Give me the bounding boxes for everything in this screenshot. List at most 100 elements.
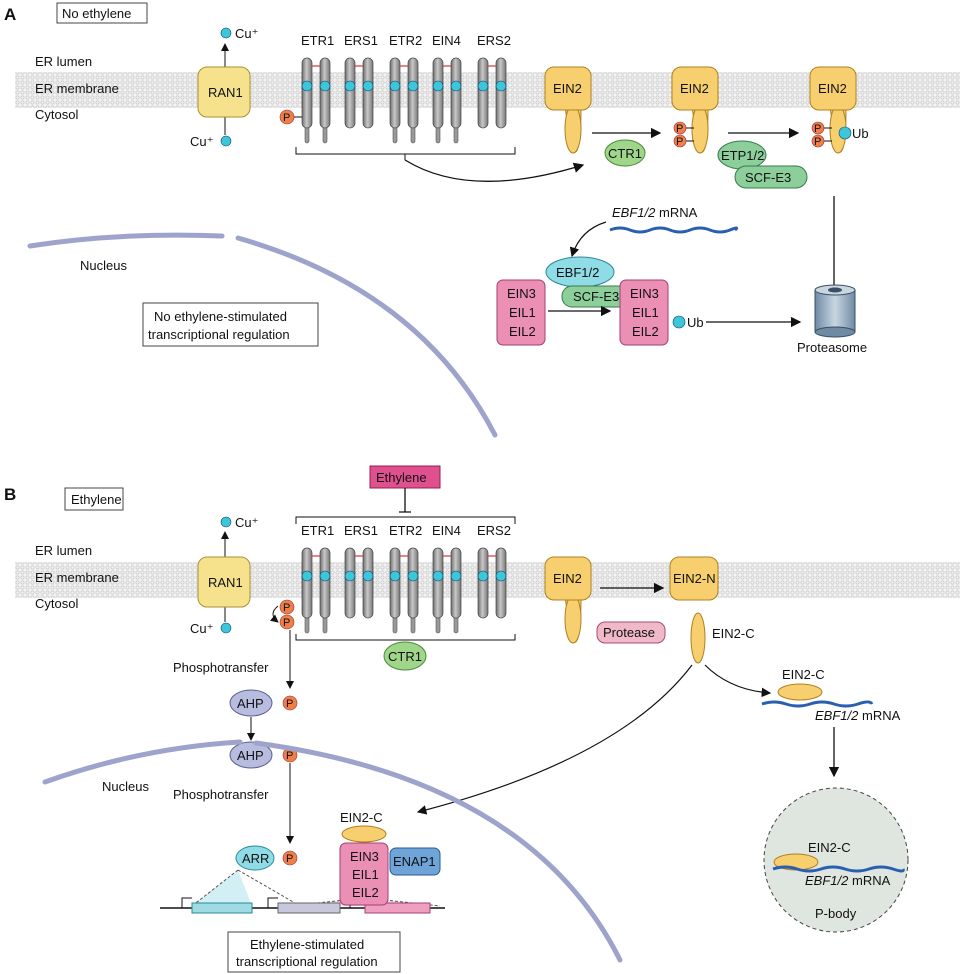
condition-box [64, 487, 124, 511]
eil2-label: EIL2 [632, 324, 659, 339]
ctr1-label: CTR1 [388, 649, 422, 664]
ebf-mrna-strand [761, 700, 874, 708]
ein2-c-fragment [690, 612, 706, 664]
arr-binding-region [192, 870, 252, 906]
scf-e3-label: SCF-E3 [573, 289, 619, 304]
ein2-c-nuclear [341, 825, 387, 843]
receptor-subunit [344, 547, 356, 619]
ctr1-kinase [383, 641, 427, 671]
receptor-bracket [295, 516, 516, 524]
copper-ion-icon [301, 80, 313, 92]
ubiquitin-icon [838, 126, 852, 140]
eil1-label: EIL1 [352, 867, 379, 882]
phosphate-icon [811, 121, 825, 135]
condition-box [56, 2, 148, 24]
ein2-c-nuclear-label: EIN2-C [340, 810, 383, 825]
ein2-c-mrna-label: EIN2-C [782, 667, 825, 682]
receptor-bracket [295, 147, 516, 160]
receptor-subunit [389, 547, 401, 619]
regulation-line1: Ethylene-stimulated [250, 937, 364, 952]
copper-ion-icon [432, 80, 444, 92]
receptor-ers1: ERS1 [344, 523, 378, 619]
receptor-label: ETR2 [389, 33, 422, 48]
panel-a: A No ethylene ER lumen ER membrane Cytos… [4, 2, 960, 438]
cytosol-label: Cytosol [35, 596, 78, 611]
receptor-subunit [477, 547, 489, 619]
receptor-label: ETR1 [301, 33, 334, 48]
receptor-etr2: ETR2 [389, 523, 422, 634]
copper-ion-icon [450, 80, 462, 92]
condition-label: Ethylene [71, 492, 122, 507]
ein2-phosphorylated: EIN2 [671, 66, 719, 154]
phosphate-label: P [676, 136, 683, 148]
copper-ion-icon [407, 80, 419, 92]
receptor-ers1: ERS1 [344, 33, 378, 129]
arr-binding-lines [191, 869, 301, 907]
panel-a-letter: A [4, 5, 16, 24]
phosphate-label: P [283, 602, 290, 614]
scf-e3-label: SCF-E3 [745, 170, 791, 185]
phosphotransfer-label: Phosphotransfer [173, 787, 269, 802]
ebf-mrna-strand [772, 865, 905, 873]
phosphate-icon [811, 134, 825, 148]
gene-ein3-target [364, 902, 431, 914]
regulation-box [227, 931, 401, 973]
ein2-c-bound [777, 683, 823, 701]
ran1-label: RAN1 [208, 575, 243, 590]
phosphotransfer-label: Phosphotransfer [173, 660, 269, 675]
receptor-subunit [362, 57, 374, 129]
receptor-label: ETR2 [389, 523, 422, 538]
pbody-label: P-body [815, 906, 857, 921]
receptor-ein4: EIN4 [432, 33, 462, 144]
phosphate-icon [279, 599, 295, 615]
phosphate-label: P [286, 698, 293, 710]
p-body [763, 787, 909, 933]
ub-label: Ub [687, 315, 704, 330]
copper-ion-icon [432, 570, 444, 582]
scf-e3-complex [734, 165, 808, 189]
ethylene-label: Ethylene [376, 470, 427, 485]
panel-b-letter: B [4, 485, 16, 504]
ein2-n-label: EIN2-N [673, 571, 716, 586]
ein2-n-box [669, 556, 719, 601]
ran1-box [197, 66, 251, 118]
enap1-label: ENAP1 [393, 854, 436, 869]
protease-box [596, 621, 666, 644]
copper-ion-icon [220, 622, 232, 634]
cu-bottom-label: Cu⁺ [190, 134, 213, 149]
phosphate-icon [279, 614, 295, 630]
receptor-subunit [319, 547, 331, 619]
copper-ion-icon [319, 80, 331, 92]
no-regulation-line1: No ethylene-stimulated [154, 309, 287, 324]
phosphate-icon [673, 121, 687, 135]
receptor-etr2: ETR2 [389, 33, 422, 144]
enap1-box [389, 847, 441, 876]
ein2-n-terminus [544, 66, 592, 111]
receptor-subunit [389, 57, 401, 129]
ahp-protein [229, 689, 273, 717]
copper-ion-icon [220, 135, 232, 147]
copper-ion-icon [220, 516, 232, 528]
phosphate-label: P [286, 853, 293, 865]
cu-bottom-label: Cu⁺ [190, 621, 213, 636]
phosphate-icon [282, 850, 298, 866]
pbody-ein2-c-label: EIN2-C [808, 840, 851, 855]
copper-ion-icon [344, 570, 356, 582]
eil1-label: EIL1 [509, 305, 536, 320]
copper-ion-icon [389, 570, 401, 582]
ebf-mrna-label: EBF1/2 mRNA [815, 708, 901, 723]
ein2-c-label: EIN2-C [712, 626, 755, 641]
eil1-label: EIL1 [632, 305, 659, 320]
ein3-complex-ubiquitinated [619, 279, 669, 346]
ein3-complex [339, 842, 389, 906]
proteasome-icon [814, 284, 856, 338]
eil2-label: EIL2 [352, 885, 379, 900]
ein2-label: EIN2 [553, 81, 582, 96]
phosphate-label: P [283, 617, 290, 629]
cu-top-label: Cu⁺ [235, 515, 258, 530]
ein2-c-terminus [564, 104, 582, 154]
receptor-etr1: ETR1 [301, 523, 334, 634]
